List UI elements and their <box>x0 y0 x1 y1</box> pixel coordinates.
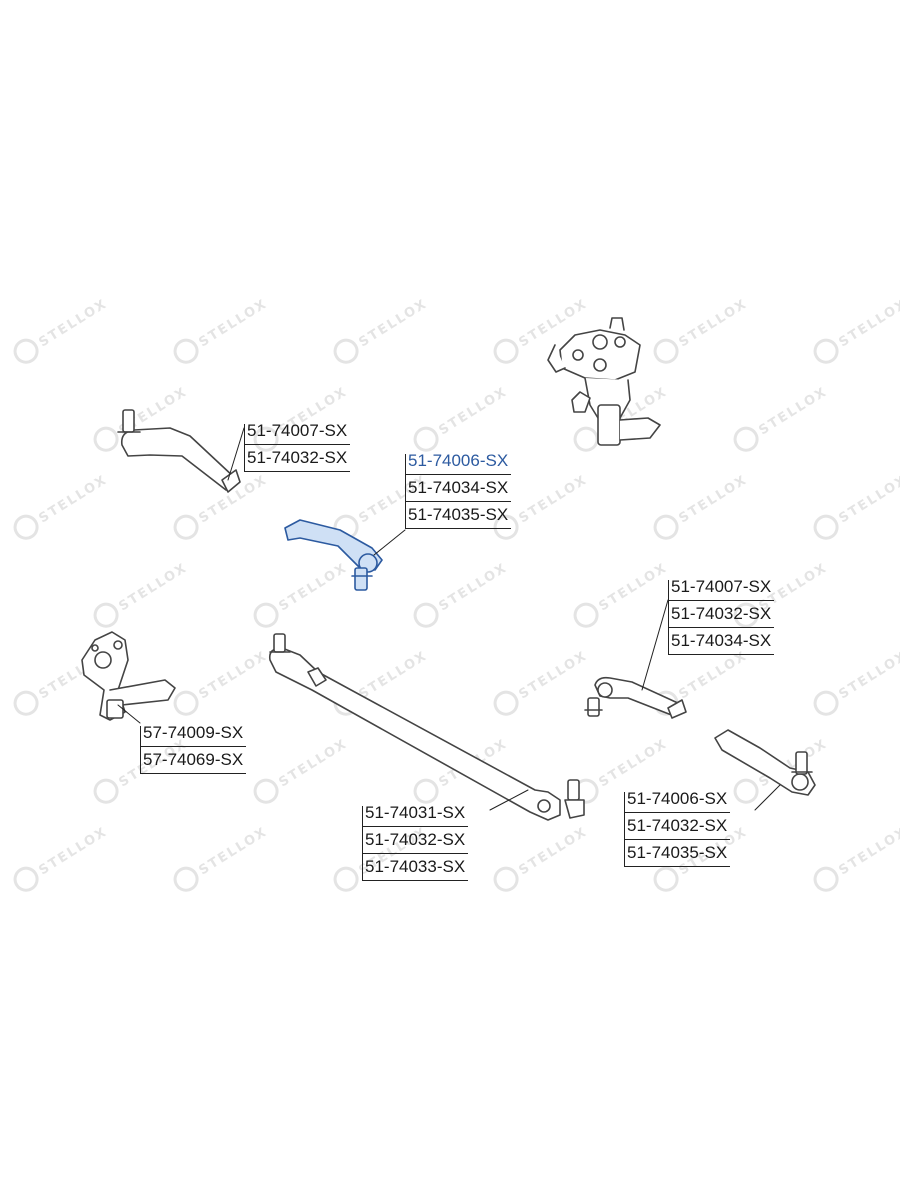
watermark-logo-icon <box>13 690 39 716</box>
part-number-label[interactable]: 51-74032-SX <box>668 601 775 628</box>
part-number-label[interactable]: 57-74009-SX <box>140 720 247 747</box>
watermark-logo-icon <box>173 866 199 892</box>
part-number-label[interactable]: 51-74007-SX <box>244 418 351 445</box>
callout-upper-left-tie-rod: 51-74007-SX 51-74032-SX <box>244 418 351 472</box>
callout-pitman-arm: 57-74009-SX 57-74069-SX <box>140 720 247 774</box>
watermark-logo-icon <box>493 690 519 716</box>
watermark-logo-icon <box>573 602 599 628</box>
watermark-logo-icon <box>733 778 759 804</box>
watermark-logo-icon <box>653 338 679 364</box>
part-number-label[interactable]: 57-74069-SX <box>140 747 247 774</box>
tie-rod-end-highlighted <box>284 519 383 591</box>
watermark-logo-icon <box>413 426 439 452</box>
watermark-logo-icon <box>813 338 839 364</box>
part-number-label[interactable]: 51-74035-SX <box>405 502 512 529</box>
watermark-logo-icon <box>13 338 39 364</box>
watermark-logo-icon <box>813 690 839 716</box>
watermark-logo-icon <box>493 338 519 364</box>
watermark-logo-icon <box>733 602 759 628</box>
watermark-logo-icon <box>93 426 119 452</box>
watermark-logo-icon <box>333 866 359 892</box>
watermark-logo-icon <box>253 778 279 804</box>
part-number-label-highlighted[interactable]: 51-74006-SX <box>405 448 512 475</box>
watermark-logo-icon <box>413 778 439 804</box>
watermark-logo-icon <box>813 866 839 892</box>
watermark-logo-icon <box>93 778 119 804</box>
watermark-logo-icon <box>493 866 519 892</box>
watermark-logo-icon <box>173 338 199 364</box>
part-number-label[interactable]: 51-74007-SX <box>668 574 775 601</box>
watermark-logo-icon <box>253 602 279 628</box>
watermark-logo-icon <box>13 514 39 540</box>
part-number-label[interactable]: 51-74035-SX <box>624 840 731 867</box>
watermark-logo-icon <box>653 514 679 540</box>
part-number-label[interactable]: 51-74034-SX <box>668 628 775 655</box>
callout-middle-right-tie-rod: 51-74007-SX 51-74032-SX 51-74034-SX <box>668 574 775 655</box>
watermark-logo-icon <box>653 866 679 892</box>
callout-lower-right-tie-rod: 51-74006-SX 51-74032-SX 51-74035-SX <box>624 786 731 867</box>
part-number-label[interactable]: 51-74032-SX <box>624 813 731 840</box>
callout-center-link: 51-74031-SX 51-74032-SX 51-74033-SX <box>362 800 469 881</box>
tie-rod-end-lower-right <box>714 729 816 796</box>
part-number-label[interactable]: 51-74033-SX <box>362 854 469 881</box>
watermark-logo-icon <box>93 602 119 628</box>
part-number-label[interactable]: 51-74006-SX <box>624 786 731 813</box>
watermark-logo-icon <box>173 514 199 540</box>
watermark-logo-icon <box>573 426 599 452</box>
part-number-label[interactable]: 51-74032-SX <box>244 445 351 472</box>
center-link <box>268 633 585 821</box>
callout-highlighted-tie-rod: 51-74006-SX 51-74034-SX 51-74035-SX <box>405 448 512 529</box>
watermark-logo-icon <box>13 866 39 892</box>
part-number-label[interactable]: 51-74031-SX <box>362 800 469 827</box>
leader-lines <box>117 427 781 811</box>
watermark-logo-icon <box>493 514 519 540</box>
watermark-logo-icon <box>413 602 439 628</box>
watermark-logo-icon <box>173 690 199 716</box>
tie-rod-end-middle-right <box>584 676 687 719</box>
part-number-label[interactable]: 51-74034-SX <box>405 475 512 502</box>
steering-gear-box <box>547 317 661 446</box>
watermark-logo-icon <box>333 338 359 364</box>
watermark-logo-icon <box>253 426 279 452</box>
pitman-arm <box>81 631 176 721</box>
watermark-logo-icon <box>813 514 839 540</box>
part-number-label[interactable]: 51-74032-SX <box>362 827 469 854</box>
watermark-logo-icon <box>733 426 759 452</box>
tie-rod-end-upper-left <box>117 409 241 493</box>
